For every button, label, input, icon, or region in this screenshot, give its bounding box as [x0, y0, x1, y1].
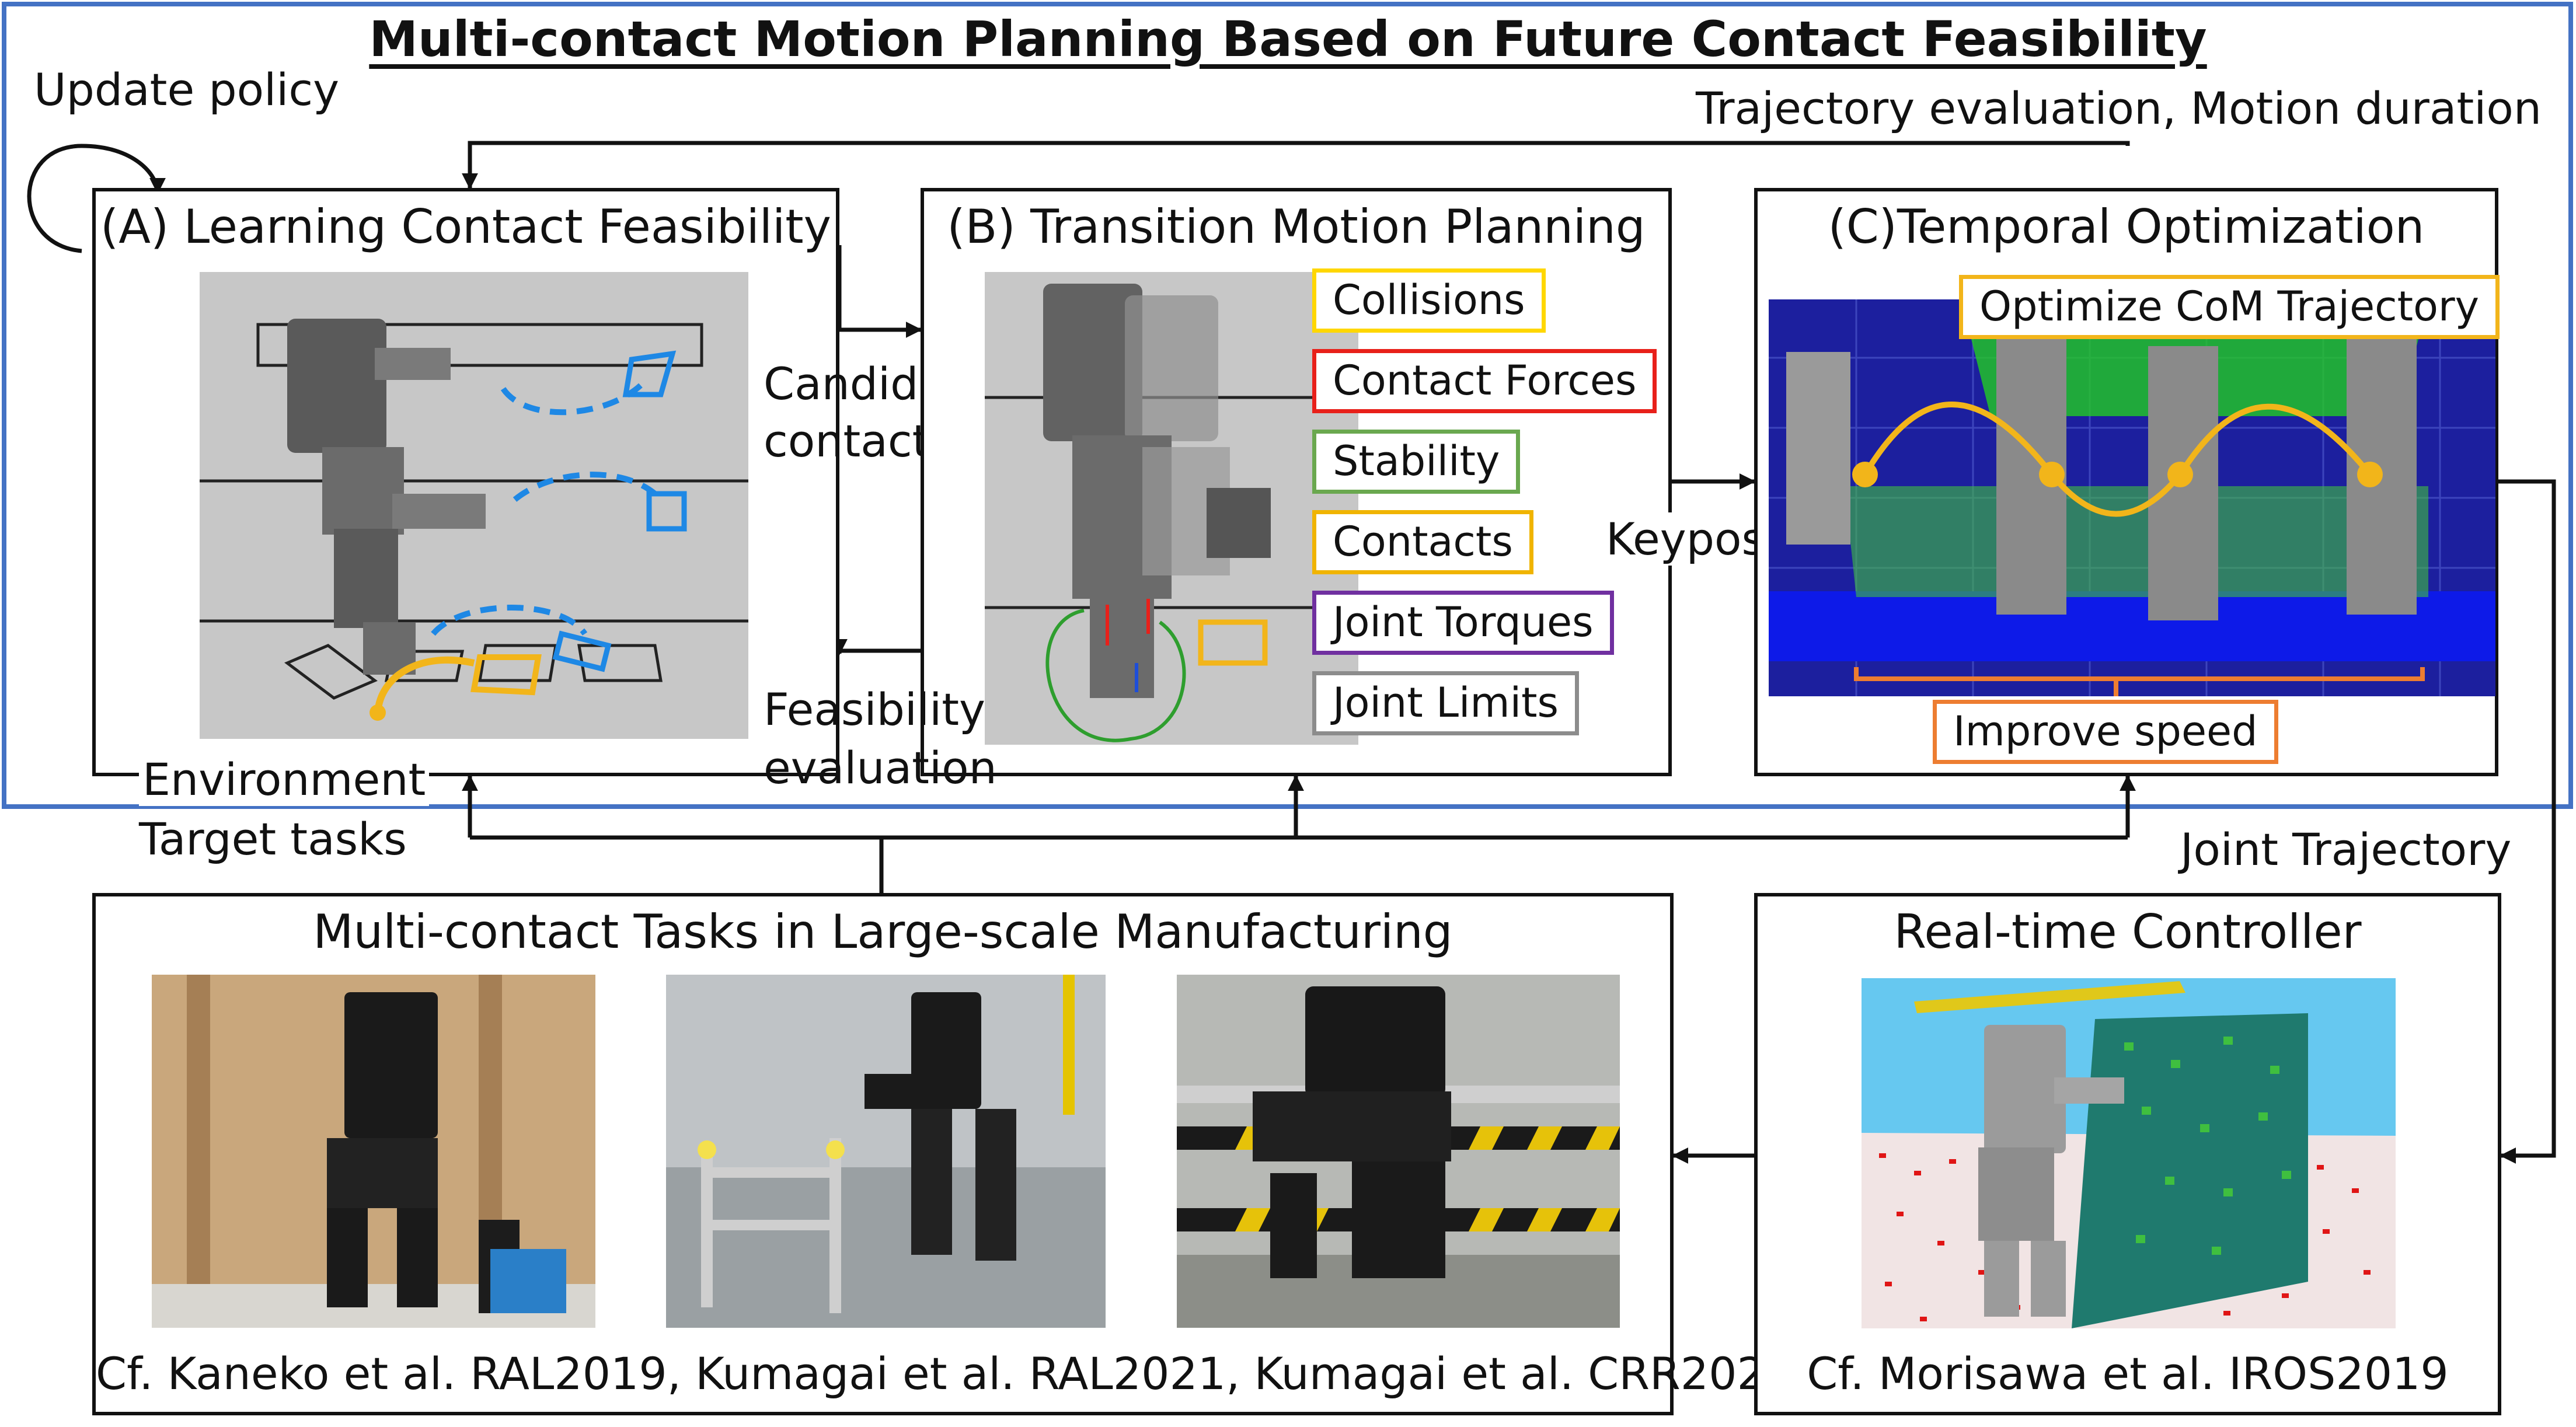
task-photo-1: [152, 975, 595, 1328]
panel-learning-contact-feasibility: (A) Learning Contact Feasibility: [92, 188, 839, 776]
panel-manufacturing-tasks: Multi-contact Tasks in Large-scale Manuf…: [92, 893, 1794, 1415]
diagram-title: Multi-contact Motion Planning Based on F…: [369, 11, 2207, 68]
constraint-contacts: Contacts: [1312, 510, 1533, 574]
improve-speed-tag: Improve speed: [1933, 700, 2278, 764]
constraint-collisions: Collisions: [1312, 268, 1546, 333]
update-policy-label: Update policy: [34, 64, 340, 116]
feasibility-label-1: Feasibility: [764, 683, 985, 735]
tasks-title: Multi-contact Tasks in Large-scale Manuf…: [313, 905, 1453, 959]
planner-frame: [2, 2, 2573, 809]
task-photo-3: [1177, 975, 1620, 1328]
constraint-joint-limits: Joint Limits: [1312, 671, 1579, 735]
controller-title: Real-time Controller: [1894, 905, 2362, 959]
panel-a-illustration: [200, 272, 748, 739]
panel-c-title: (C)Temporal Optimization: [1828, 200, 2425, 254]
controller-citation: Cf. Morisawa et al. IROS2019: [1807, 1348, 2449, 1400]
constraint-joint-torques: Joint Torques: [1312, 591, 1614, 655]
panel-transition-motion-planning: (B) Transition Motion Planning Collision…: [921, 188, 1672, 776]
constraint-contact-forces: Contact Forces: [1312, 349, 1657, 413]
panel-c-illustration: [1769, 299, 2495, 696]
constraint-stability: Stability: [1312, 430, 1521, 494]
panel-a-title: (A) Learning Contact Feasibility: [100, 200, 831, 254]
feasibility-label-2: evaluation: [764, 742, 997, 794]
environment-label: Environment: [139, 753, 430, 807]
target-tasks-label: Target tasks: [139, 813, 407, 865]
panel-b-illustration: [985, 272, 1358, 745]
optimize-com-trajectory-tag: Optimize CoM Trajectory: [1959, 275, 2500, 339]
trajectory-evaluation-label: Trajectory evaluation, Motion duration: [1696, 82, 2542, 134]
panel-real-time-controller: Real-time Controller: [1754, 893, 2501, 1415]
tasks-citation: Cf. Kaneko et al. RAL2019, Kumagai et al…: [96, 1348, 1794, 1400]
controller-simulation: [1862, 978, 2396, 1328]
task-photo-2: [666, 975, 1106, 1328]
panel-b-title: (B) Transition Motion Planning: [947, 200, 1646, 254]
panel-temporal-optimization: (C)Temporal Optimization Optimize CoM Tr…: [1754, 188, 2500, 776]
joint-trajectory-label: Joint Trajectory: [2180, 824, 2512, 875]
